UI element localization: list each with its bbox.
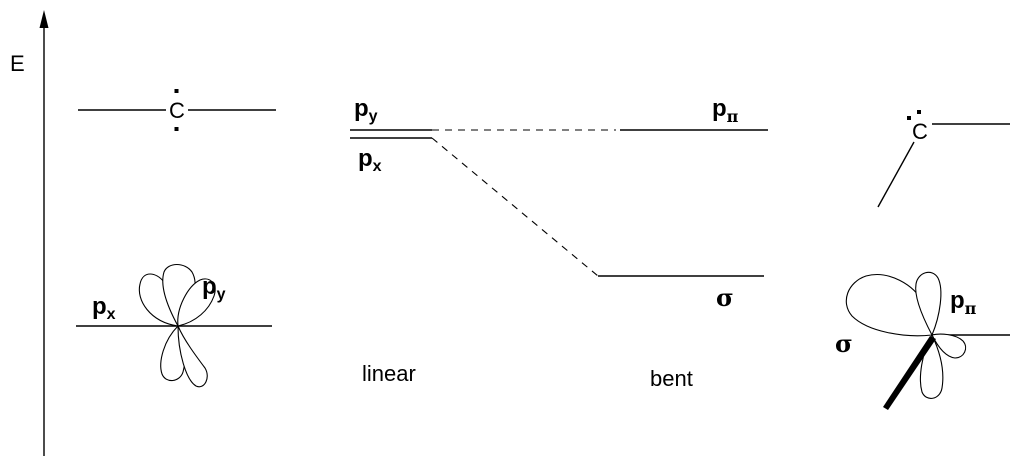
level-ppi-label: pπ [712,95,739,126]
bent-bond-lower [877,141,915,208]
caption-bent: bent [650,366,693,391]
correlation-px-to-sigma [431,137,599,277]
bent-wedge-bond [883,336,936,410]
linear-carbene-structure: C [78,89,276,131]
sigma-lobe-small [931,333,967,359]
level-sigma-label: σ [716,283,734,312]
bent-lone-electron-top [917,110,921,114]
bent-lone-electron [907,116,911,120]
py-lobe-upper-right [177,278,216,327]
py-lobe-lower [177,325,208,388]
correlation-diagram: py px pπ σ linear bent [350,95,768,391]
linear-p-orbitals: px py [76,263,272,388]
energy-axis: E [10,10,49,456]
bent-ppi-label: pπ [950,287,977,318]
bent-carbene-structure: C [877,110,1010,208]
linear-lone-electron-bottom [174,127,179,131]
bent-carbon-atom: C [912,119,928,144]
energy-axis-arrowhead [39,10,49,28]
level-px-label: px [358,145,382,175]
level-py-label: py [354,95,378,125]
orbital-px-label: px [92,293,116,323]
orbital-py-label: py [202,273,226,303]
bent-orbitals: σ pπ [835,271,1010,410]
energy-axis-label: E [10,51,25,76]
bent-sigma-label: σ [835,329,853,358]
ppi-lobe-upper [915,271,942,337]
linear-carbon-atom: C [169,98,185,123]
caption-linear: linear [362,361,416,386]
linear-lone-electron-top [174,89,179,93]
